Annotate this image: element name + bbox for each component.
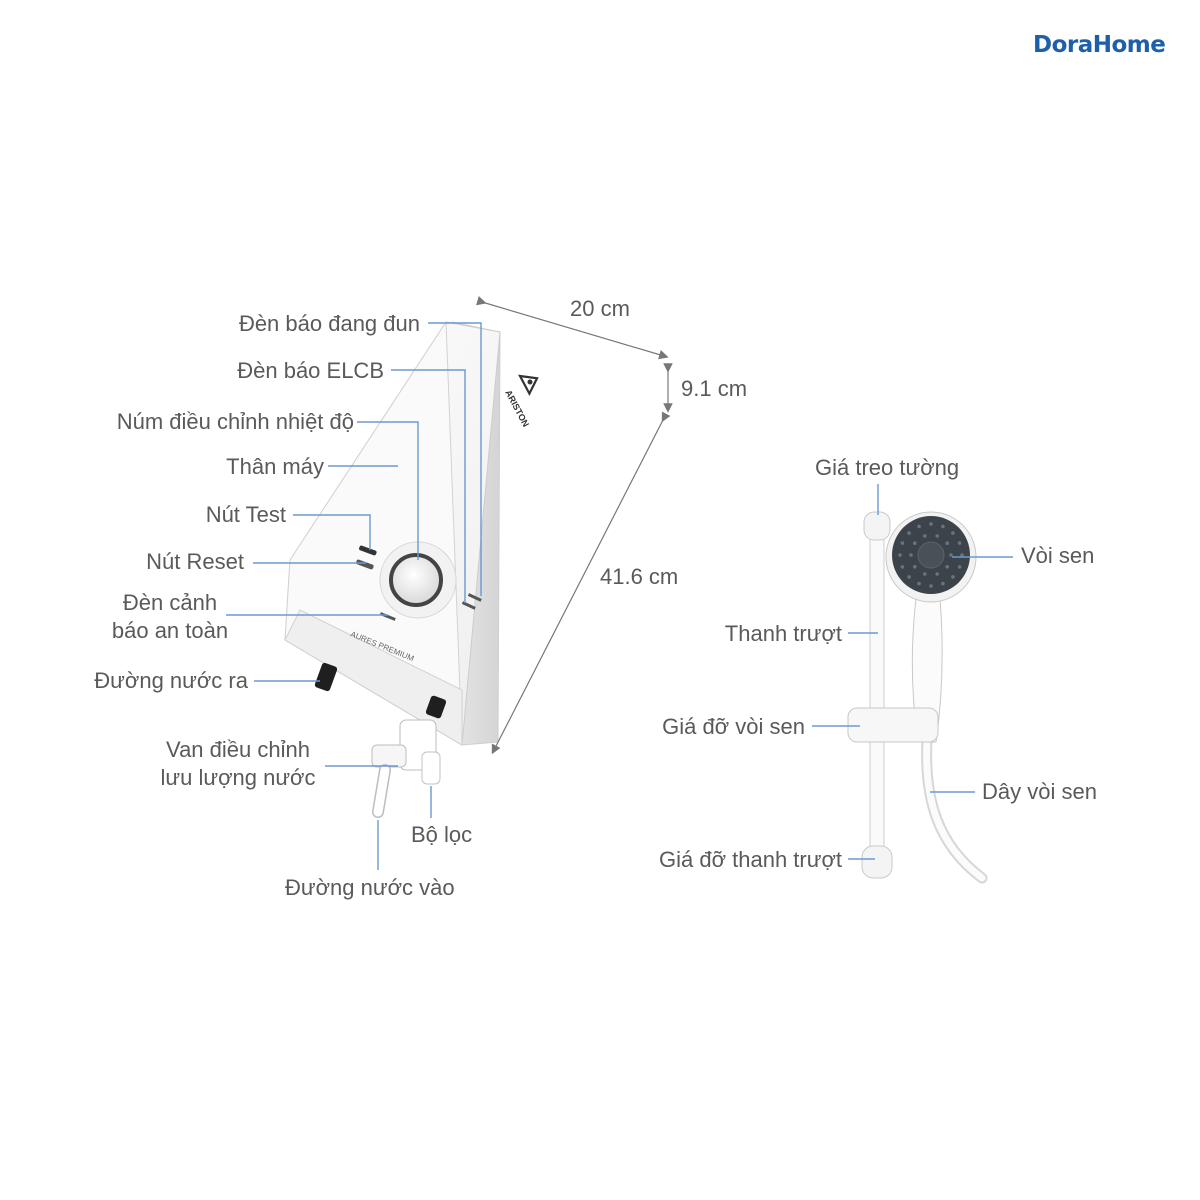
shower-nozzle bbox=[900, 565, 905, 569]
water-outlet-fitting bbox=[314, 662, 338, 692]
head-holder[interactable] bbox=[847, 707, 939, 743]
test-button[interactable] bbox=[359, 545, 378, 556]
label-test-button: Nút Test bbox=[205, 502, 286, 527]
width-dim-line bbox=[476, 296, 669, 360]
shower-leaders bbox=[812, 484, 1013, 860]
label-safety-light-line1: Đèn cảnh bbox=[122, 590, 218, 615]
label-body: Thân máy bbox=[226, 454, 324, 479]
shower-nozzle bbox=[951, 575, 955, 579]
shower-nozzle bbox=[898, 553, 902, 557]
leader-test-button bbox=[293, 514, 371, 550]
label-temp-knob: Núm điều chỉnh nhiệt độ bbox=[116, 409, 354, 434]
shower-nozzle bbox=[951, 531, 955, 535]
shower-handle bbox=[911, 597, 943, 743]
bar-holder-bottom bbox=[861, 845, 893, 879]
shower-nozzle bbox=[909, 553, 913, 557]
label-slide-bar: Thanh trượt bbox=[724, 621, 842, 646]
height-label: 41.6 cm bbox=[600, 564, 679, 589]
leader-temp-knob bbox=[357, 421, 419, 560]
wall-bracket-top bbox=[863, 511, 891, 541]
safety-light bbox=[379, 612, 396, 621]
label-shower-head: Vòi sen bbox=[1021, 543, 1095, 568]
shower-nozzle bbox=[923, 572, 927, 576]
shower-nozzles bbox=[898, 522, 964, 588]
shower-nozzle bbox=[923, 534, 927, 538]
shower-nozzle bbox=[941, 524, 945, 529]
ariston-logo bbox=[518, 374, 539, 397]
inlet-fitting bbox=[425, 695, 447, 719]
shower-nozzle bbox=[917, 524, 921, 529]
heater-bottom bbox=[284, 609, 463, 746]
label-flow-valve-line1: Van điều chỉnh bbox=[166, 737, 310, 762]
label-flow-valve: Van điều chỉnh lưu lượng nước bbox=[158, 736, 318, 792]
shower-nozzle bbox=[949, 553, 953, 557]
leader-heating-light bbox=[428, 322, 482, 596]
label-safety-light-line2: báo an toàn bbox=[111, 618, 229, 643]
shower-nozzle bbox=[929, 522, 933, 526]
shower-nozzle bbox=[957, 541, 962, 545]
shower-nozzle bbox=[907, 531, 911, 535]
shower-nozzle bbox=[913, 541, 917, 545]
label-flow-valve-line2: lưu lượng nước bbox=[160, 765, 316, 790]
depth-label: 9.1 cm bbox=[681, 376, 748, 401]
dimension-lines bbox=[476, 296, 673, 755]
width-label: 20 cm bbox=[570, 296, 630, 321]
shower-nozzle bbox=[945, 541, 949, 545]
label-water-outlet: Đường nước ra bbox=[94, 668, 248, 693]
label-safety-light: Đèn cảnh báo an toàn bbox=[95, 589, 245, 645]
temp-knob[interactable] bbox=[389, 553, 443, 607]
height-dim-line bbox=[491, 411, 671, 755]
shower-nozzle bbox=[913, 565, 917, 569]
label-water-inlet: Đường nước vào bbox=[285, 875, 455, 900]
shower-set bbox=[847, 511, 988, 884]
shower-nozzle bbox=[957, 565, 962, 569]
shower-nozzle bbox=[945, 565, 949, 569]
elcb-light bbox=[461, 601, 476, 610]
label-heating-light: Đèn báo đang đun bbox=[238, 311, 420, 336]
label-hose: Dây vòi sen bbox=[982, 779, 1097, 804]
dorahome-logo: DoraHome bbox=[1033, 32, 1166, 58]
leader-elcb-light bbox=[391, 369, 466, 603]
heater-leaders bbox=[226, 322, 482, 870]
shower-nozzle bbox=[917, 581, 921, 586]
reset-button[interactable] bbox=[356, 559, 375, 570]
filter-body bbox=[421, 751, 441, 785]
shower-nozzle bbox=[941, 581, 945, 586]
label-reset-button: Nút Reset bbox=[146, 549, 244, 574]
ariston-wordmark: ARISTON bbox=[503, 388, 531, 428]
shower-nozzle bbox=[960, 553, 964, 557]
label-wall-bracket: Giá treo tường bbox=[815, 455, 960, 480]
logo-text: DoraHome bbox=[1033, 32, 1166, 58]
shower-nozzle bbox=[935, 534, 939, 538]
water-heater: ARISTON AURES PREMIUM bbox=[284, 320, 539, 818]
shower-nozzle bbox=[935, 572, 939, 576]
shower-nozzle bbox=[929, 584, 933, 588]
label-elcb-light: Đèn báo ELCB bbox=[237, 358, 384, 383]
shower-nozzle bbox=[907, 575, 911, 579]
label-head-holder: Giá đỡ vòi sen bbox=[662, 714, 805, 739]
heating-light bbox=[467, 593, 482, 602]
shower-nozzle bbox=[900, 541, 905, 545]
label-bar-holder: Giá đỡ thanh trượt bbox=[659, 847, 842, 872]
label-filter: Bộ lọc bbox=[411, 822, 473, 847]
slide-bar bbox=[869, 524, 885, 866]
